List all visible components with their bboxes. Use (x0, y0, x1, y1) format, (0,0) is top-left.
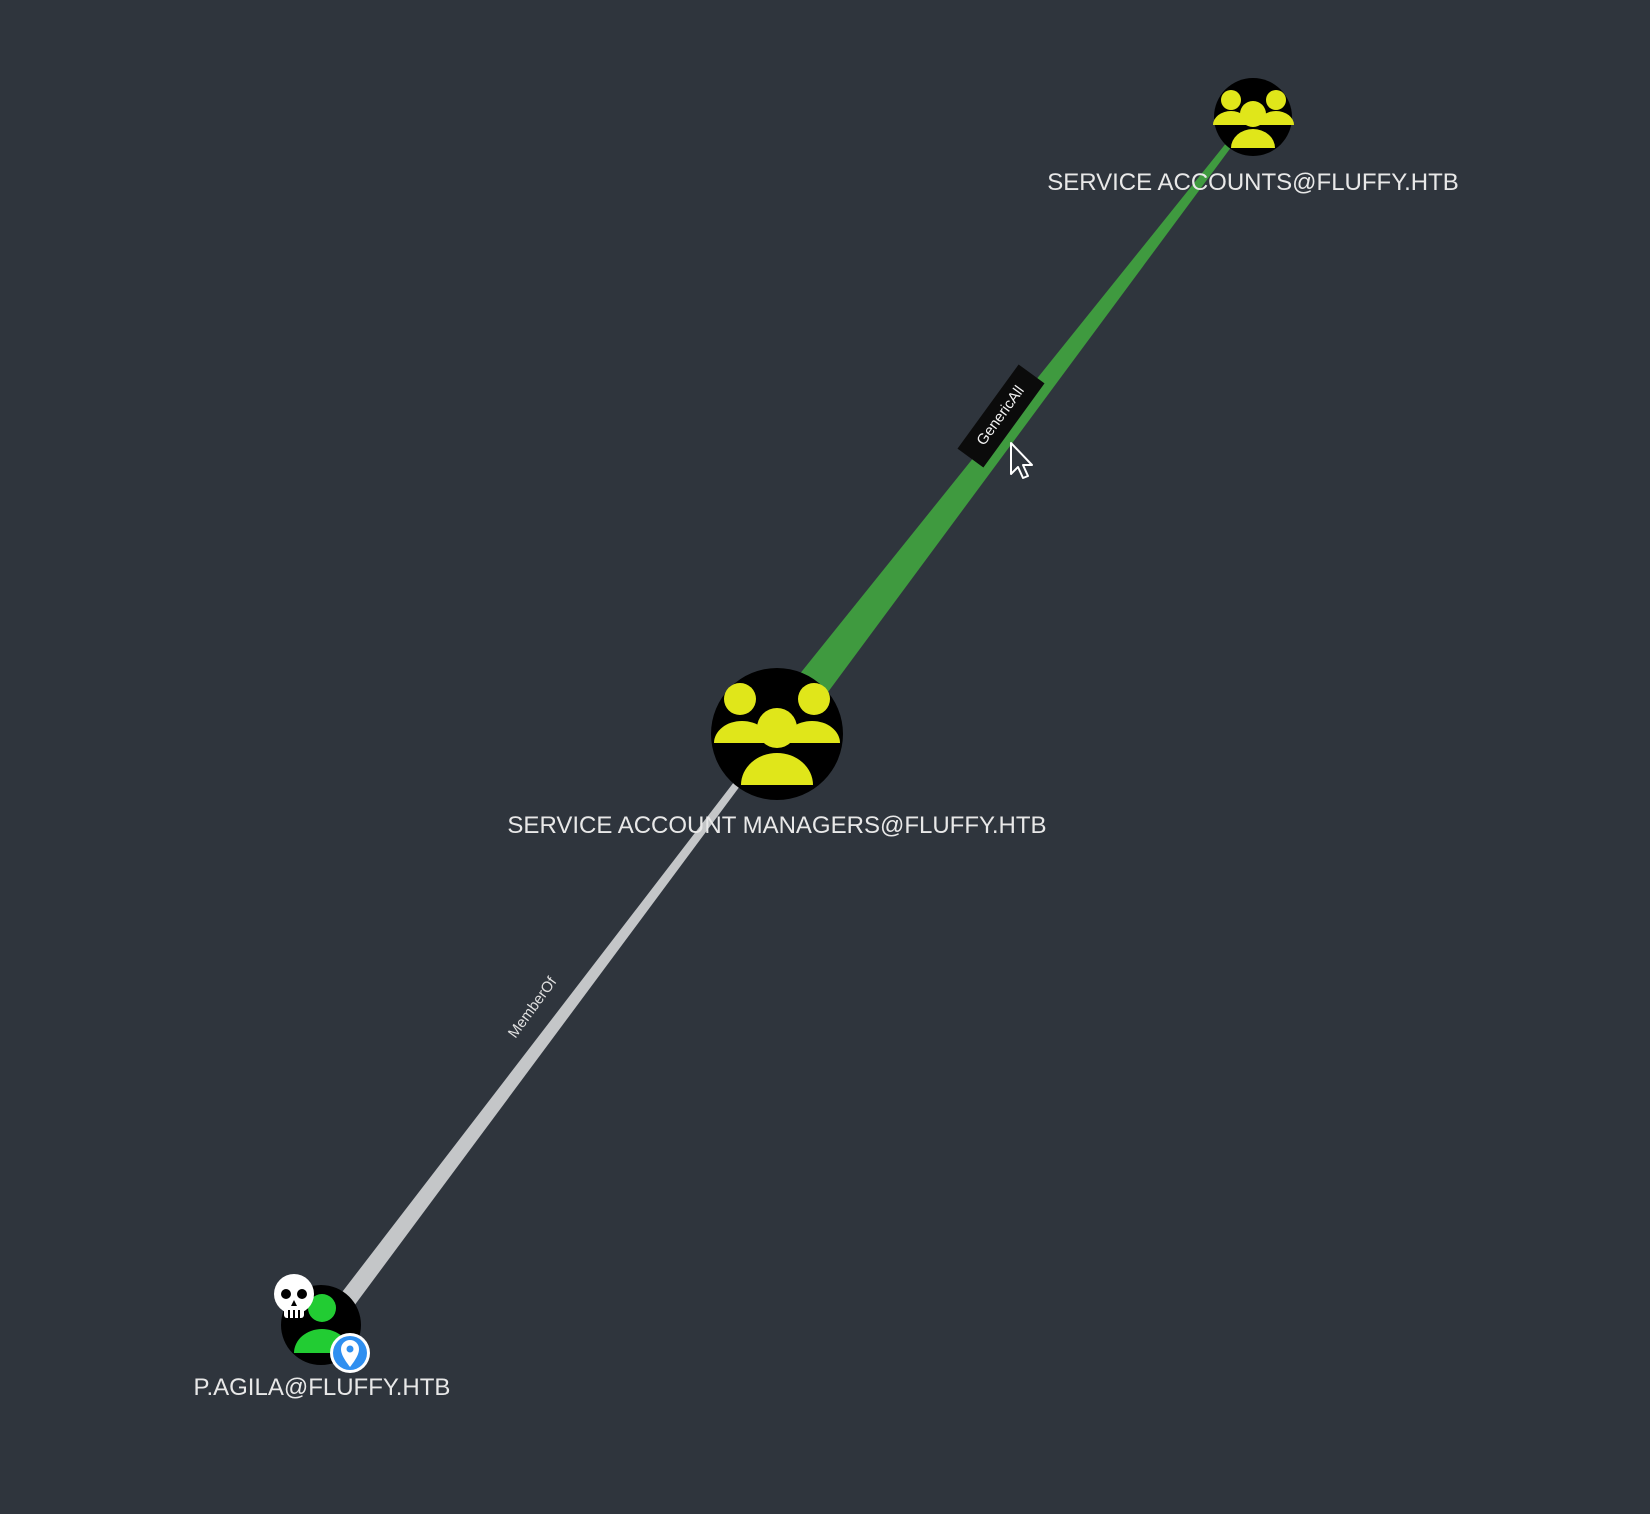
node-label-service-accounts: SERVICE ACCOUNTS@FLUFFY.HTB (1047, 169, 1459, 196)
node-label-p-agila: P.AGILA@FLUFFY.HTB (194, 1374, 451, 1401)
group-icon (1213, 90, 1294, 148)
skull-icon (274, 1274, 314, 1318)
node-label-service-account-managers: SERVICE ACCOUNT MANAGERS@FLUFFY.HTB (507, 812, 1046, 839)
group-icon (714, 683, 840, 785)
edge-memberof[interactable]: MemberOf (336, 782, 740, 1306)
edge-genericall[interactable]: GenericAll (766, 142, 1232, 738)
node-p-agila[interactable]: P.AGILA@FLUFFY.HTB (194, 1274, 451, 1401)
location-pin-icon (330, 1333, 370, 1373)
node-service-accounts[interactable]: SERVICE ACCOUNTS@FLUFFY.HTB (1047, 78, 1459, 196)
edge-label-background (957, 364, 1045, 468)
node-service-account-managers[interactable]: SERVICE ACCOUNT MANAGERS@FLUFFY.HTB (507, 668, 1047, 839)
mouse-cursor-icon (1010, 442, 1033, 479)
